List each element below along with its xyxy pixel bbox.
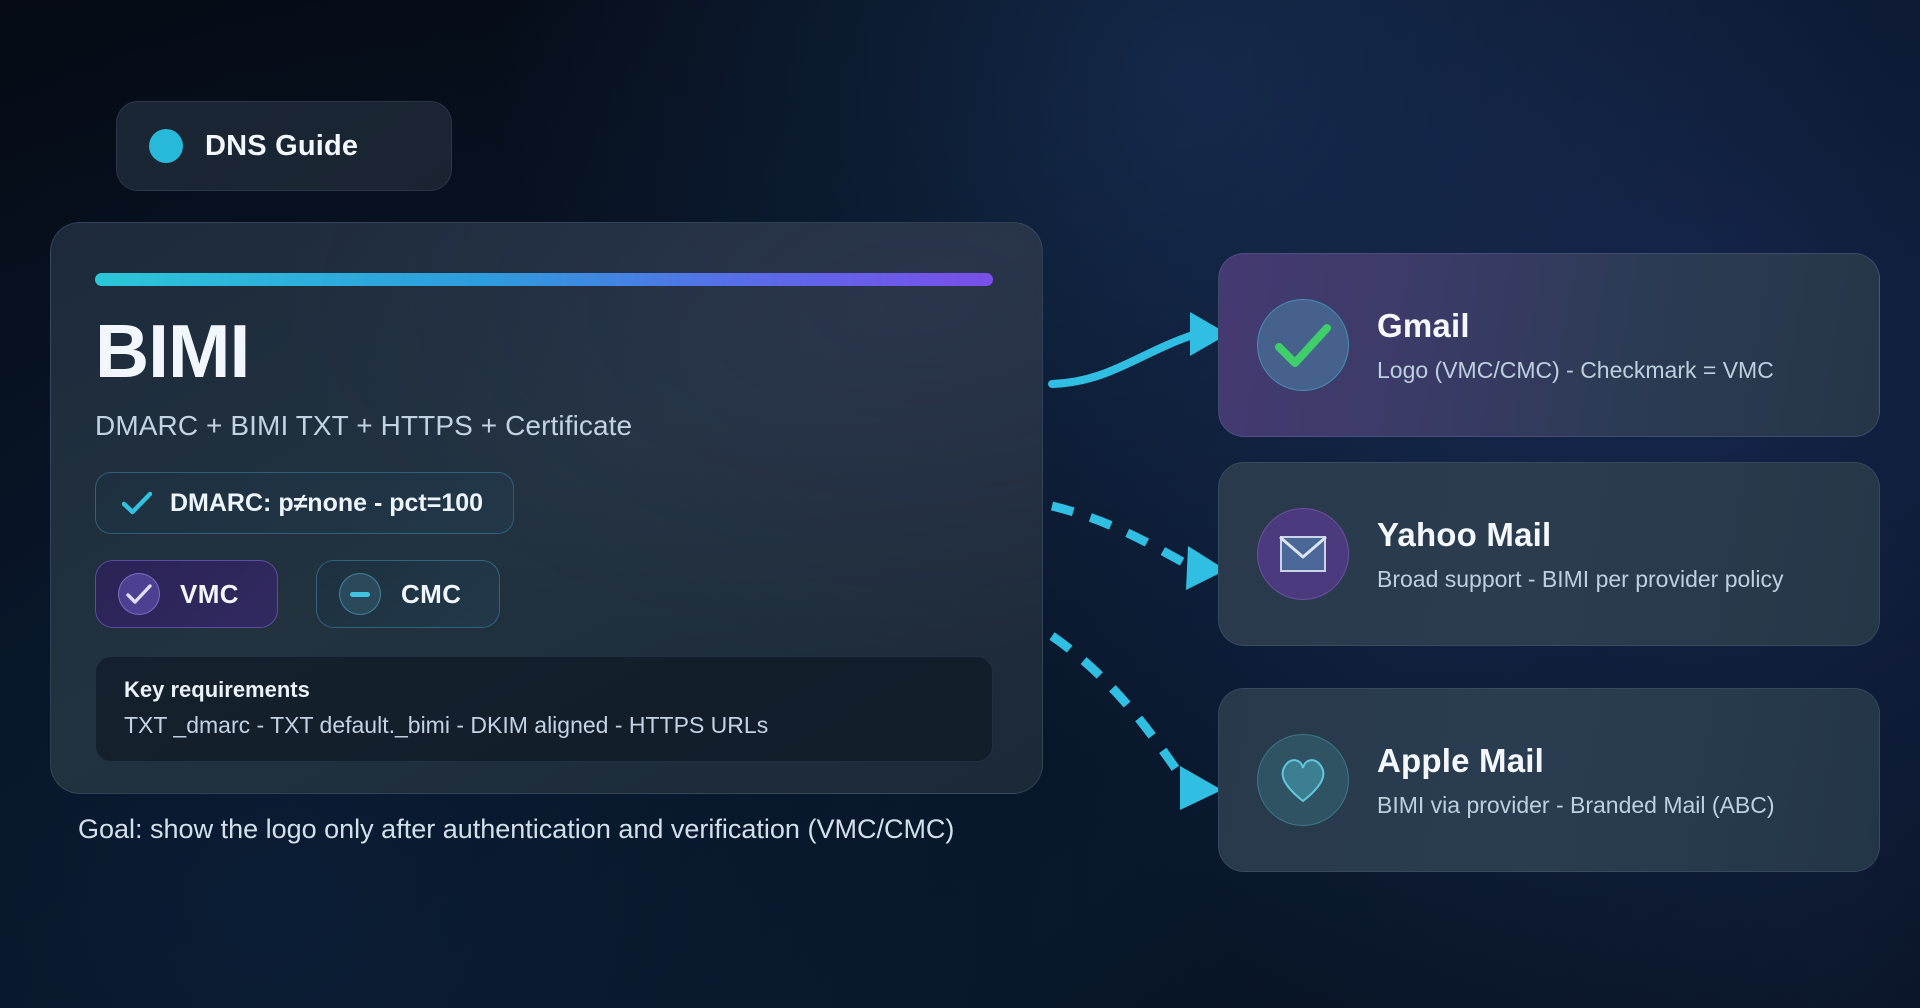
provider-card-apple[interactable]: Apple Mail BIMI via provider - Branded M…: [1218, 688, 1880, 872]
check-mark-icon: [1257, 299, 1349, 391]
key-requirements-text: TXT _dmarc - TXT default._bimi - DKIM al…: [124, 712, 769, 738]
connector-gmail: [1048, 330, 1200, 388]
provider-name-yahoo: Yahoo Mail: [1377, 515, 1552, 553]
provider-desc-gmail: Logo (VMC/CMC) - Checkmark = VMC: [1377, 356, 1774, 383]
cmc-chip[interactable]: CMC: [315, 560, 501, 628]
provider-name-apple: Apple Mail: [1377, 741, 1545, 779]
certificate-chip-row: VMC CMC: [95, 560, 998, 628]
dmarc-pill-label: DMARC: p≠none - pct=100: [170, 488, 484, 517]
vmc-chip[interactable]: VMC: [95, 560, 278, 628]
key-requirements-box: Key requirements TXT _dmarc - TXT defaul…: [95, 656, 993, 762]
cmc-chip-label: CMC: [400, 578, 462, 609]
dns-guide-label: DNS Guide: [205, 129, 359, 162]
provider-card-gmail[interactable]: Gmail Logo (VMC/CMC) - Checkmark = VMC: [1218, 253, 1880, 437]
bimi-subtitle: DMARC + BIMI TXT + HTTPS + Certificate: [95, 410, 633, 441]
minus-circle-icon: [338, 573, 381, 615]
goal-note: Goal: show the logo only after authentic…: [78, 814, 955, 844]
arrowhead-apple: [1180, 766, 1222, 810]
provider-desc-apple: BIMI via provider - Branded Mail (ABC): [1377, 791, 1775, 818]
dns-guide-badge[interactable]: DNS Guide: [116, 101, 452, 191]
envelope-icon: [1257, 508, 1349, 600]
connector-apple: [1049, 632, 1190, 787]
accent-gradient-bar: [95, 273, 993, 286]
provider-name-gmail: Gmail: [1377, 306, 1470, 344]
circle-dot-icon: [149, 129, 183, 163]
check-icon: [122, 491, 152, 515]
heart-icon: [1257, 734, 1349, 826]
connector-yahoo: [1050, 501, 1193, 570]
provider-card-yahoo[interactable]: Yahoo Mail Broad support - BIMI per prov…: [1218, 462, 1880, 646]
key-requirements-title: Key requirements: [124, 677, 310, 702]
check-circle-icon: [118, 573, 160, 615]
vmc-chip-label: VMC: [180, 578, 239, 609]
provider-desc-yahoo: Broad support - BIMI per provider policy: [1377, 565, 1784, 592]
bimi-card: BIMI DMARC + BIMI TXT + HTTPS + Certific…: [50, 222, 1043, 794]
page-title: BIMI: [95, 309, 250, 393]
dmarc-status-pill[interactable]: DMARC: p≠none - pct=100: [95, 472, 515, 534]
